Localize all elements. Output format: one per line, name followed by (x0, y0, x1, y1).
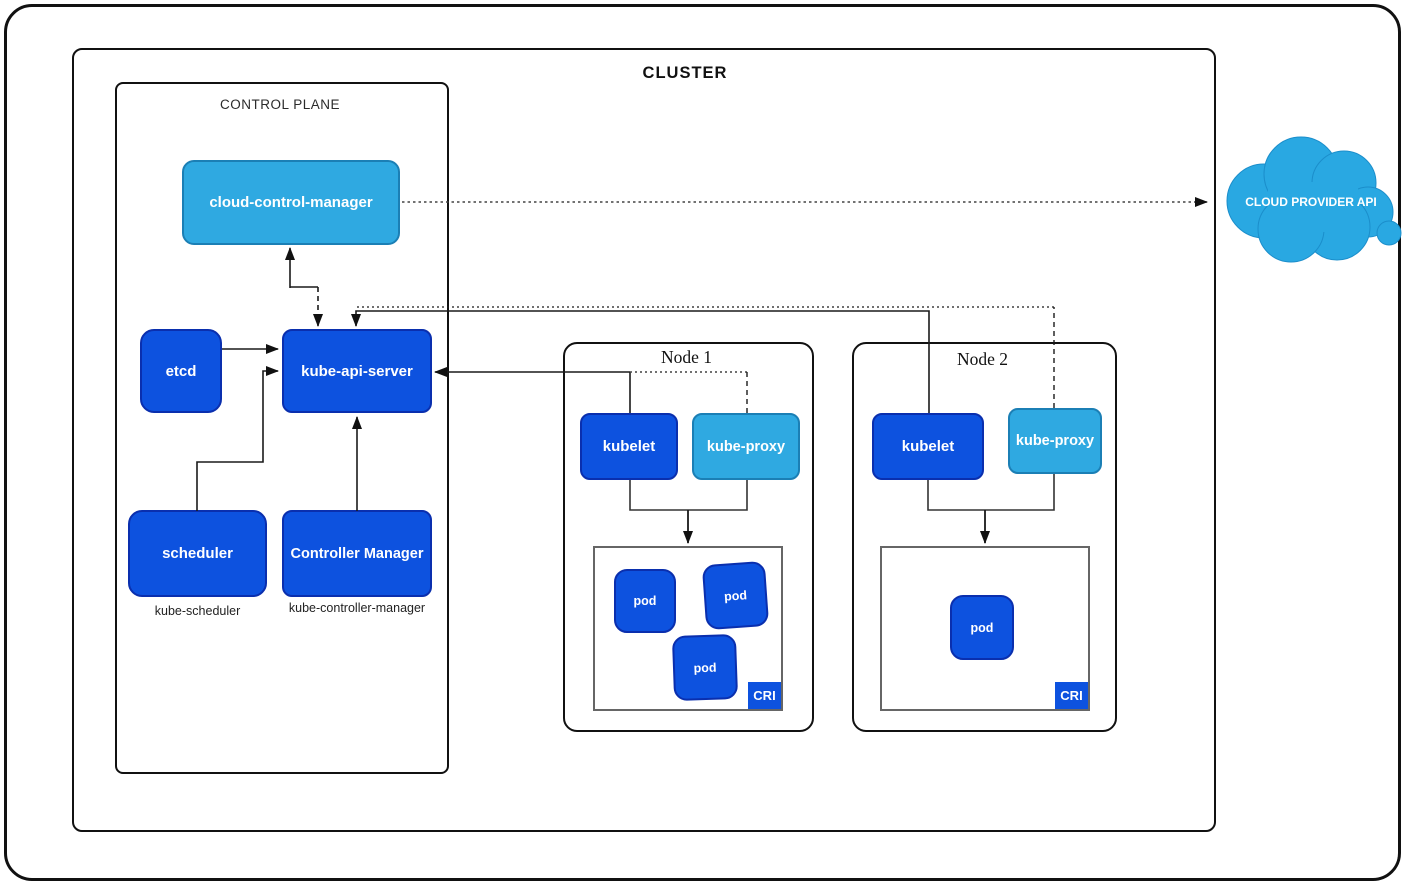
node-2-frame (852, 342, 1117, 732)
controller-manager-caption: kube-controller-manager (288, 601, 426, 615)
scheduler-caption: kube-scheduler (154, 604, 241, 618)
node-1-title: Node 1 (660, 347, 713, 367)
node-1-kube-proxy-box: kube-proxy (692, 413, 800, 480)
cloud-provider-api-label: CLOUD PROVIDER API (1245, 195, 1377, 209)
node-2-cri-container: pod CRI (880, 546, 1090, 711)
pod-box: pod (671, 633, 739, 702)
pod-box: pod (950, 595, 1014, 660)
controller-manager-box: Controller Manager (282, 510, 432, 597)
node-1-cri-badge: CRI (748, 682, 781, 709)
pod-box: pod (701, 560, 770, 631)
node-2-kube-proxy-box: kube-proxy (1008, 408, 1102, 474)
cluster-frame (72, 48, 1216, 832)
node-2-kubelet-box: kubelet (872, 413, 984, 480)
pod-box: pod (614, 569, 676, 633)
node-1-cri-container: pod pod pod CRI (593, 546, 783, 711)
control-plane-frame (115, 82, 449, 774)
kube-api-server-box: kube-api-server (282, 329, 432, 413)
node-1-kubelet-box: kubelet (580, 413, 678, 480)
outer-frame (4, 4, 1401, 881)
scheduler-box: scheduler (128, 510, 267, 597)
node-2-title: Node 2 (956, 349, 1009, 369)
cluster-title: CLUSTER (642, 64, 728, 82)
control-plane-title: CONTROL PLANE (219, 97, 341, 112)
node-2-cri-badge: CRI (1055, 682, 1088, 709)
etcd-box: etcd (140, 329, 222, 413)
cloud-control-manager-box: cloud-control-manager (182, 160, 400, 245)
